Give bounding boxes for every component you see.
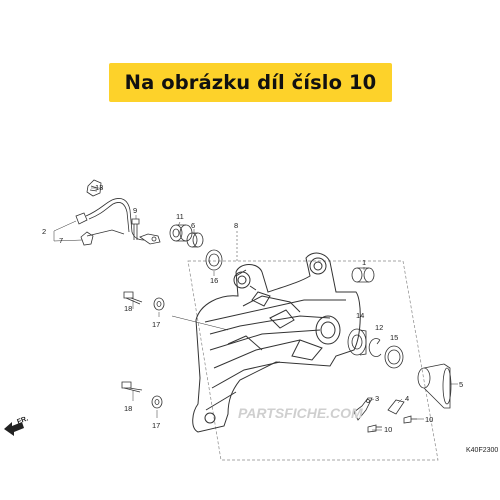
- callout-7: 7: [59, 236, 63, 245]
- part-4-plate: [387, 399, 405, 415]
- part-12-snap-ring: [368, 338, 382, 357]
- part-2-cable: [75, 198, 161, 246]
- callout-2: 2: [42, 227, 46, 236]
- callout-12: 12: [375, 323, 383, 332]
- part-1-bushing: [351, 267, 375, 283]
- part-17-washer-lower: [151, 395, 163, 409]
- swing-arm: [192, 252, 361, 433]
- part-15-seal: [384, 345, 404, 369]
- diagram-code: K40F2300: [466, 447, 498, 454]
- part-11-collar: [169, 224, 193, 242]
- part-number-banner: Na obrázku díl číslo 10: [109, 63, 392, 102]
- part-17-washer-upper: [153, 297, 165, 311]
- leader-lines: [53, 187, 458, 431]
- callout-4: 4: [405, 394, 409, 403]
- part-5-collar: [417, 363, 452, 409]
- assembly-frame: [187, 260, 439, 461]
- part-3-bracket: [353, 397, 373, 421]
- part-10-bolt-a: [367, 424, 382, 433]
- part-9-bolt: [131, 218, 140, 240]
- callout-3: 3: [375, 394, 379, 403]
- callout-9: 9: [133, 206, 137, 215]
- callout-15: 15: [390, 333, 398, 342]
- part-10-bolt-b: [403, 415, 417, 424]
- part-6-bushing: [186, 232, 204, 248]
- callout-10-bottom: 10: [384, 425, 392, 434]
- callout-11: 11: [176, 212, 184, 221]
- callout-13: 13: [95, 183, 103, 192]
- callout-14: 14: [356, 311, 364, 320]
- part-16-seal: [205, 249, 223, 271]
- callout-8: 8: [234, 221, 238, 230]
- callout-1: 1: [362, 258, 366, 267]
- callout-17-lower: 17: [152, 421, 160, 430]
- callout-5: 5: [459, 380, 463, 389]
- part-18-bolt-lower: [121, 381, 143, 393]
- callout-17-upper: 17: [152, 320, 160, 329]
- callout-6: 6: [191, 221, 195, 230]
- watermark: PARTSFICHE.COM: [238, 405, 363, 421]
- part-14-bearing: [347, 328, 367, 356]
- callout-16: 16: [210, 276, 218, 285]
- direction-label: FR.: [16, 415, 29, 425]
- callout-18-upper: 18: [124, 304, 132, 313]
- front-direction-arrow: FR.: [4, 415, 29, 436]
- part-13-clamp: [86, 179, 102, 197]
- callout-10-right: 10: [425, 415, 433, 424]
- callout-18-lower: 18: [124, 404, 132, 413]
